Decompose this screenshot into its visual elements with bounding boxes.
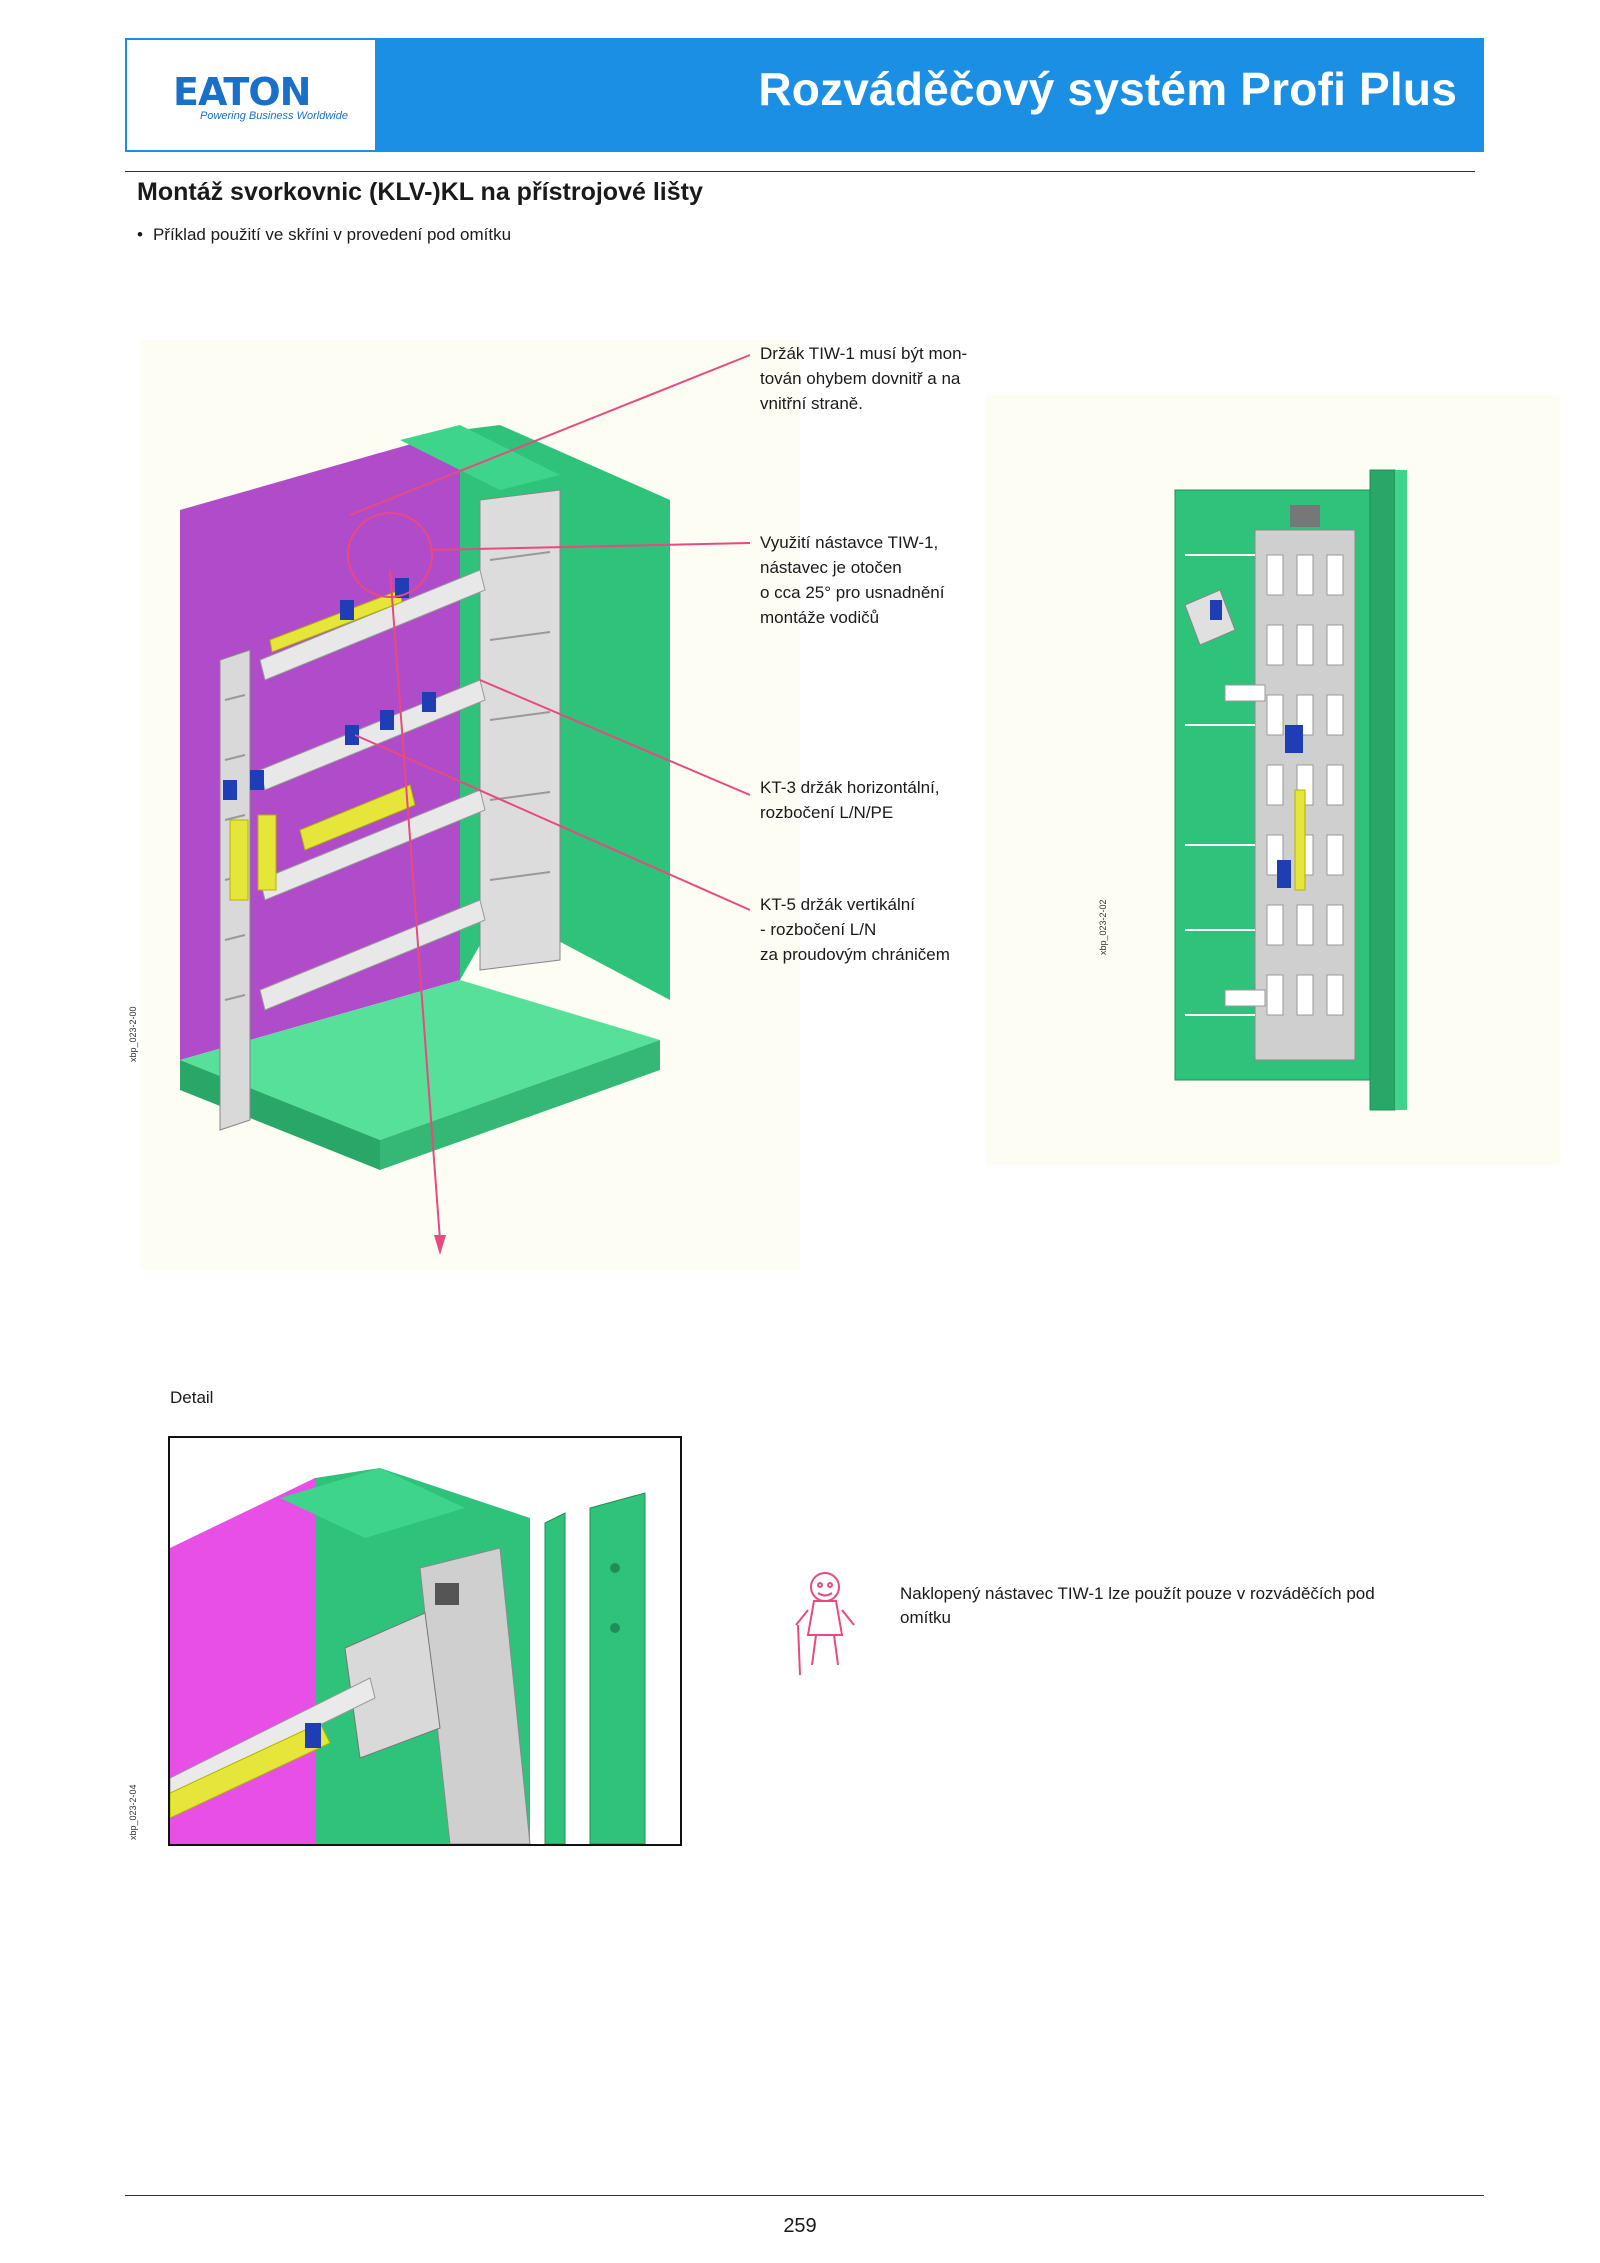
kt5-holder-2	[250, 770, 264, 790]
rail-4	[259, 899, 486, 1011]
terminal-block-vertical-1	[229, 819, 249, 901]
figure-code-side: xbp_023-2-02	[1098, 899, 1108, 955]
rail-1	[259, 569, 486, 681]
side-bracket-1	[1224, 684, 1266, 702]
side-view-illustration	[985, 395, 1560, 1165]
side-holder-1	[1210, 600, 1222, 620]
figure-code-detail: xbp_023-2-04	[128, 1784, 138, 1840]
detail-frame	[168, 1436, 682, 1846]
leader-line-4	[354, 734, 751, 911]
detail-illustration	[170, 1438, 680, 1844]
detail-screw-1	[610, 1563, 620, 1573]
detail-rack	[419, 1547, 531, 1844]
detail-top-bracket	[435, 1583, 459, 1605]
bullet-text: Příklad použití ve skříni v provedení po…	[152, 225, 512, 244]
page-number: 259	[783, 2215, 817, 2237]
terminal-block-horizontal	[299, 784, 416, 851]
enclosure-bottom-edge	[380, 1040, 660, 1170]
page-title: Rozváděčový systém Profi Plus	[758, 63, 1457, 115]
kt3-holder-3	[422, 692, 436, 712]
enclosure-top	[400, 425, 560, 490]
callout-kt5-holder: KT-5 držák vertikální - rozbočení L/N za…	[760, 895, 950, 964]
detail-blue-holder	[305, 1723, 321, 1748]
leader-line-3	[479, 679, 751, 796]
kt5-holder-1	[223, 780, 237, 800]
top-bracket	[1290, 505, 1320, 527]
right-rack	[479, 489, 561, 971]
holder-top-2	[395, 578, 409, 598]
detail-label: Detail	[170, 1388, 214, 1407]
terminal-block-top	[269, 589, 403, 653]
detail-rail	[170, 1677, 376, 1799]
side-terminal-block	[1294, 789, 1306, 891]
holder-top-1	[340, 600, 354, 620]
side-door-edge	[1395, 470, 1407, 1110]
footer-rule	[125, 2195, 1484, 2196]
side-bracket-2	[1224, 989, 1266, 1007]
leader-line-detail	[389, 569, 441, 1241]
header-frame	[125, 38, 1484, 152]
detail-tilted-adapter	[344, 1612, 441, 1759]
detail-door-edge	[544, 1512, 566, 1844]
detail-enclosure-top	[280, 1468, 465, 1538]
enclosure-floor	[180, 980, 660, 1140]
leader-line-2	[429, 542, 751, 551]
header-rule	[125, 171, 1475, 172]
terminal-block-vertical-2	[257, 814, 277, 891]
callout-kt3-holder: KT-3 držák horizontální, rozbočení L/N/P…	[760, 778, 940, 822]
eaton-logo: EATON	[173, 70, 311, 114]
bullet-item: •Příklad použití ve skříni v provedení p…	[137, 225, 512, 244]
highlight-circle	[347, 512, 433, 598]
detail-arrow-head	[434, 1235, 446, 1255]
detail-terminal-block	[170, 1722, 331, 1819]
detail-frame-post	[589, 1492, 646, 1844]
main-enclosure-illustration	[140, 340, 800, 1270]
callout-tiw1-adapter: Využití nástavce TIW-1, nástavec je otoč…	[760, 533, 945, 627]
kt3-holder-1	[345, 725, 359, 745]
cartoon-note-icon	[795, 1572, 855, 1676]
side-holder-2	[1285, 725, 1303, 753]
logo-tagline: Powering Business Worldwide	[200, 110, 348, 122]
figure-code-main: xbp_023-2-00	[128, 1006, 138, 1062]
side-door-frame	[1369, 469, 1396, 1111]
section-title: Montáž svorkovnic (KLV-)KL na přístrojov…	[137, 178, 703, 206]
note-text: Naklopený nástavec TIW-1 lze použít pouz…	[900, 1584, 1375, 1627]
leader-line-1	[349, 354, 751, 516]
side-holder-3	[1277, 860, 1291, 888]
kt3-holder-2	[380, 710, 394, 730]
header-banner	[375, 40, 1482, 150]
logo-box	[127, 40, 375, 150]
callout-tiw1-holder: Držák TIW-1 musí být mon- tován ohybem d…	[760, 344, 968, 413]
rail-3	[259, 789, 486, 901]
detail-screw-2	[610, 1623, 620, 1633]
